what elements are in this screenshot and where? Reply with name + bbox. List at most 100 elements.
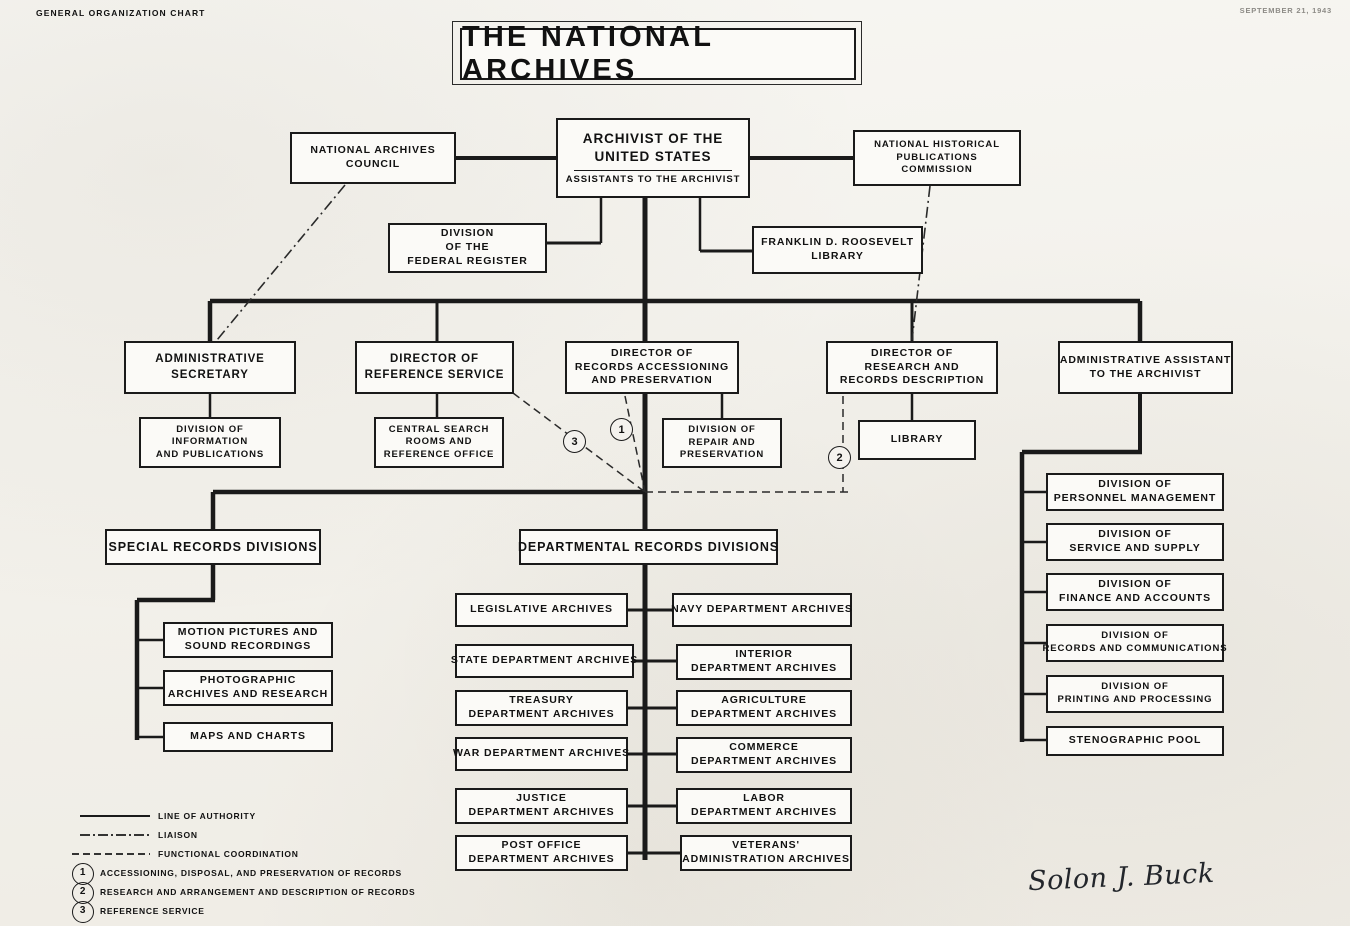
legend-circle-1-icon: 1: [72, 862, 94, 885]
box-agriculture-department-archives[interactable]: AGRICULTURE DEPARTMENT ARCHIVES: [676, 690, 852, 726]
marker-2-label: 2: [836, 451, 843, 464]
title-outer-border: [452, 21, 862, 85]
box-stenographic-pool[interactable]: STENOGRAPHIC POOL: [1046, 726, 1224, 756]
marker-2: 2: [828, 446, 851, 469]
liaison-council-line: [216, 184, 346, 341]
box-treasury-department-archives[interactable]: TREASURY DEPARTMENT ARCHIVES: [455, 690, 628, 726]
box-justice-department-archives[interactable]: JUSTICE DEPARTMENT ARCHIVES: [455, 788, 628, 824]
dept-right-3-line-2: DEPARTMENT ARCHIVES: [690, 755, 838, 767]
legend-note-2-label: RESEARCH AND ARRANGEMENT AND DESCRIPTION…: [100, 886, 416, 897]
box-division-of-repair-and-preservation[interactable]: DIVISION OF REPAIR AND PRESERVATION: [662, 418, 782, 468]
box-director-of-research-and-records-description[interactable]: DIRECTOR OF RESEARCH AND RECORDS DESCRIP…: [826, 341, 998, 394]
fdr-library-line-1: FRANKLIN D. ROOSEVELT: [761, 236, 914, 249]
dept-right-0-line-1: NAVY DEPARTMENT ARCHIVES: [671, 603, 853, 616]
library-line-1: LIBRARY: [890, 433, 944, 446]
archivist-assistants-line: ASSISTANTS TO THE ARCHIVIST: [565, 173, 741, 185]
special-0-line-1: MOTION PICTURES AND: [177, 626, 319, 639]
box-labor-department-archives[interactable]: LABOR DEPARTMENT ARCHIVES: [676, 788, 852, 824]
legend-note-1-label: ACCESSIONING, DISPOSAL, AND PRESERVATION…: [100, 867, 402, 878]
dept-right-2-line-1: AGRICULTURE: [721, 694, 807, 707]
legend-row-authority: LINE OF AUTHORITY: [62, 806, 532, 825]
admin-div-2-line-1: DIVISION OF: [1098, 578, 1172, 591]
legend-num-1: 1: [79, 867, 87, 878]
central-search-line-3: REFERENCE OFFICE: [383, 448, 495, 460]
box-director-of-records-accessioning-and-preservation[interactable]: DIRECTOR OF RECORDS ACCESSIONING AND PRE…: [565, 341, 739, 394]
box-navy-department-archives[interactable]: NAVY DEPARTMENT ARCHIVES: [671, 593, 853, 627]
dept-left-0-line-1: LEGISLATIVE ARCHIVES: [470, 603, 613, 616]
box-veterans-administration-archives[interactable]: VETERANS' ADMINISTRATION ARCHIVES: [680, 835, 852, 871]
solid-line-icon: [62, 811, 154, 821]
box-administrative-secretary[interactable]: ADMINISTRATIVE SECRETARY: [124, 341, 296, 394]
box-division-of-the-federal-register[interactable]: DIVISION OF THE FEDERAL REGISTER: [388, 223, 547, 273]
box-national-archives-council[interactable]: NATIONAL ARCHIVES COUNCIL: [290, 132, 456, 184]
archivist-line-1: ARCHIVIST OF THE: [582, 130, 724, 146]
special-2-line-1: MAPS AND CHARTS: [190, 730, 306, 743]
admin-div-1-line-2: SERVICE AND SUPPLY: [1069, 542, 1201, 554]
nhpc-line-3: COMMISSION: [901, 164, 973, 176]
admin-div-4-line-1: DIVISION OF: [1101, 681, 1169, 693]
signature: Solon J. Buck: [1027, 857, 1216, 898]
chart-date: SEPTEMBER 21, 1943: [1239, 6, 1332, 15]
dept-left-2-line-2: DEPARTMENT ARCHIVES: [468, 708, 615, 720]
box-state-department-archives[interactable]: STATE DEPARTMENT ARCHIVES: [451, 644, 637, 678]
box-division-of-records-and-communications[interactable]: DIVISION OF RECORDS AND COMMUNICATIONS: [1043, 624, 1227, 662]
box-division-of-personnel-management[interactable]: DIVISION OF PERSONNEL MANAGEMENT: [1046, 473, 1224, 511]
legend: LINE OF AUTHORITY LIAISON FUNCTIONAL COO…: [62, 806, 532, 923]
dir-reference-line-2: REFERENCE SERVICE: [364, 368, 505, 381]
box-departmental-records-divisions[interactable]: DEPARTMENTAL RECORDS DIVISIONS: [518, 529, 778, 565]
box-division-of-finance-and-accounts[interactable]: DIVISION OF FINANCE AND ACCOUNTS: [1046, 573, 1224, 611]
dept-left-1-line-1: STATE DEPARTMENT ARCHIVES: [450, 654, 639, 667]
legend-row-note-2: 2 RESEARCH AND ARRANGEMENT AND DESCRIPTI…: [62, 881, 532, 904]
dept-right-1-line-1: INTERIOR: [735, 648, 793, 661]
dept-right-4-line-2: DEPARTMENT ARCHIVES: [690, 806, 838, 818]
admin-div-1-line-1: DIVISION OF: [1098, 528, 1172, 541]
box-division-of-printing-and-processing[interactable]: DIVISION OF PRINTING AND PROCESSING: [1046, 675, 1224, 713]
box-photographic-archives-and-research[interactable]: PHOTOGRAPHIC ARCHIVES AND RESEARCH: [163, 670, 333, 706]
marker-3: 3: [563, 430, 586, 453]
box-franklin-d-roosevelt-library[interactable]: FRANKLIN D. ROOSEVELT LIBRARY: [752, 226, 923, 274]
chart-title-box: THE NATIONAL ARCHIVES: [460, 21, 856, 86]
marker-3-label: 3: [571, 435, 578, 448]
dir-accessioning-line-3: AND PRESERVATION: [591, 374, 713, 387]
box-division-of-service-and-supply[interactable]: DIVISION OF SERVICE AND SUPPLY: [1046, 523, 1224, 561]
box-administrative-assistant-to-the-archivist[interactable]: ADMINISTRATIVE ASSISTANT TO THE ARCHIVIS…: [1058, 341, 1233, 394]
legend-circle-2-icon: 2: [72, 881, 94, 904]
nhpc-line-2: PUBLICATIONS: [896, 151, 978, 163]
council-line-1: NATIONAL ARCHIVES: [310, 144, 436, 157]
box-director-of-reference-service[interactable]: DIRECTOR OF REFERENCE SERVICE: [355, 341, 514, 394]
box-archivist-of-the-united-states[interactable]: ARCHIVIST OF THE UNITED STATES ASSISTANT…: [556, 118, 750, 198]
info-pub-line-1: DIVISION OF: [176, 423, 244, 435]
admin-assistant-line-1: ADMINISTRATIVE ASSISTANT: [1059, 353, 1232, 366]
legend-num-3: 3: [79, 905, 87, 916]
dept-right-5-line-1: VETERANS': [732, 839, 800, 852]
federal-register-line-2: OF THE: [445, 241, 490, 254]
repair-line-2: REPAIR AND: [688, 436, 756, 448]
box-post-office-department-archives[interactable]: POST OFFICE DEPARTMENT ARCHIVES: [455, 835, 628, 871]
dir-reference-line-1: DIRECTOR OF: [390, 353, 479, 366]
dash-dot-line-icon: [62, 830, 154, 840]
info-pub-line-3: AND PUBLICATIONS: [155, 448, 265, 460]
dept-right-4-line-1: LABOR: [743, 792, 785, 805]
box-division-of-information-and-publications[interactable]: DIVISION OF INFORMATION AND PUBLICATIONS: [139, 417, 281, 468]
dir-research-line-2: RESEARCH AND: [864, 360, 960, 373]
box-national-historical-publications-commission[interactable]: NATIONAL HISTORICAL PUBLICATIONS COMMISS…: [853, 130, 1021, 186]
legend-row-coordination: FUNCTIONAL COORDINATION: [62, 844, 532, 863]
special-1-line-1: PHOTOGRAPHIC: [199, 674, 297, 687]
box-motion-pictures-and-sound-recordings[interactable]: MOTION PICTURES AND SOUND RECORDINGS: [163, 622, 333, 658]
box-central-search-rooms-and-reference-office[interactable]: CENTRAL SEARCH ROOMS AND REFERENCE OFFIC…: [374, 417, 504, 468]
legend-row-liaison: LIAISON: [62, 825, 532, 844]
box-war-department-archives[interactable]: WAR DEPARTMENT ARCHIVES: [453, 737, 629, 771]
dept-right-2-line-2: DEPARTMENT ARCHIVES: [690, 708, 838, 720]
box-commerce-department-archives[interactable]: COMMERCE DEPARTMENT ARCHIVES: [676, 737, 852, 773]
box-library[interactable]: LIBRARY: [858, 420, 976, 460]
admin-div-0-line-2: PERSONNEL MANAGEMENT: [1053, 492, 1217, 504]
repair-line-3: PRESERVATION: [679, 449, 765, 461]
box-legislative-archives[interactable]: LEGISLATIVE ARCHIVES: [455, 593, 628, 627]
federal-register-line-3: FEDERAL REGISTER: [407, 254, 528, 267]
box-maps-and-charts[interactable]: MAPS AND CHARTS: [163, 722, 333, 752]
box-interior-department-archives[interactable]: INTERIOR DEPARTMENT ARCHIVES: [676, 644, 852, 680]
fdr-library-line-2: LIBRARY: [811, 250, 864, 262]
dir-research-line-3: RECORDS DESCRIPTION: [839, 374, 985, 387]
box-special-records-divisions[interactable]: SPECIAL RECORDS DIVISIONS: [105, 529, 321, 565]
